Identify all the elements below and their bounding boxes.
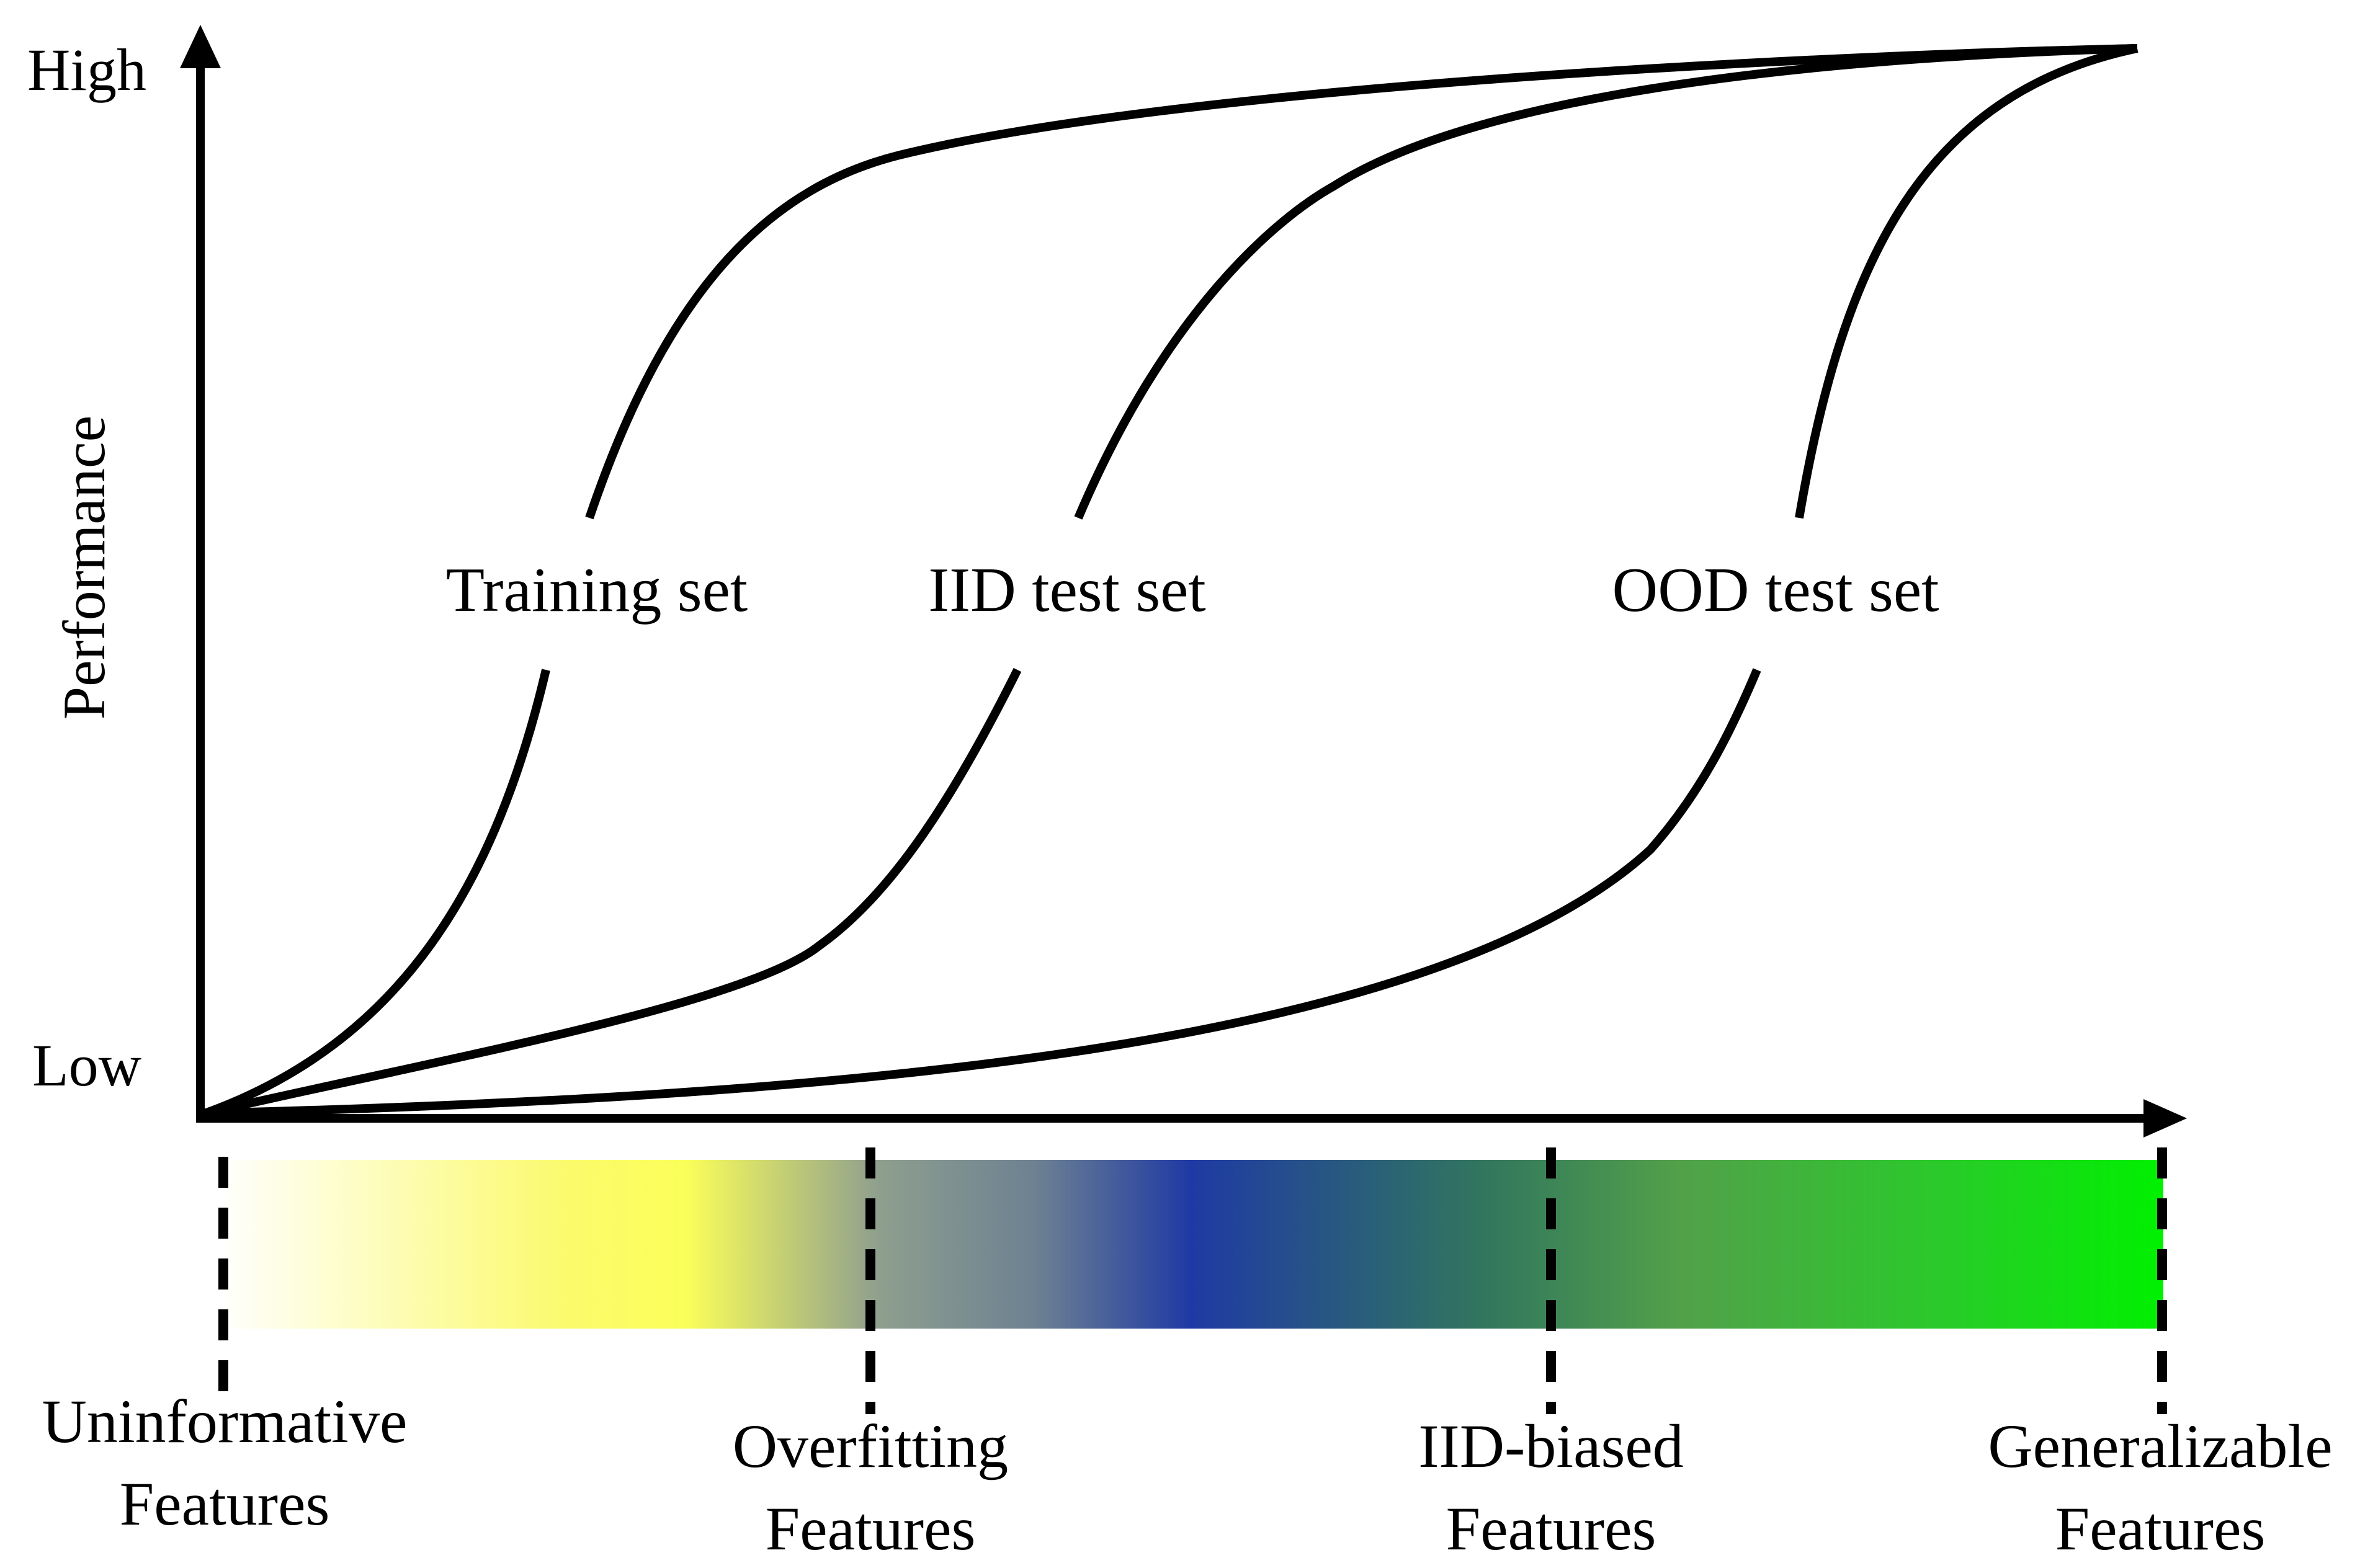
curve-label-ood-test-set: OOD test set [1612, 555, 1939, 625]
x-axis-arrowhead [2143, 1099, 2187, 1138]
feature-label-uninformative-line2: Features [120, 1469, 330, 1538]
feature-label-overfitting-line2: Features [766, 1494, 976, 1563]
curve-ood-test-set [204, 44, 2139, 1118]
curve-training-set [203, 44, 2138, 1118]
feature-label-generalizable-line2: Features [2055, 1494, 2266, 1563]
y-axis-title: Performance [51, 416, 117, 719]
feature-label-generalizable-line1: Generalizable [1988, 1412, 2332, 1481]
y-axis-arrowhead [180, 25, 221, 68]
feature-label-overfitting-line1: Overfitting [733, 1412, 1008, 1481]
feature-label-uninformative-line1: Uninformative [42, 1387, 408, 1456]
y-axis-high-label: High [27, 37, 146, 103]
feature-label-iid-biased-line2: Features [1446, 1494, 1656, 1563]
curve-iid-test-set [203, 44, 2138, 1118]
y-axis-low-label: Low [32, 1032, 141, 1098]
feature-gradient-bar [218, 1160, 2163, 1329]
curve-label-iid-test-set: IID test set [928, 555, 1206, 625]
feature-label-iid-biased-line1: IID-biased [1418, 1412, 1684, 1481]
curve-label-training-set: Training set [446, 555, 748, 625]
